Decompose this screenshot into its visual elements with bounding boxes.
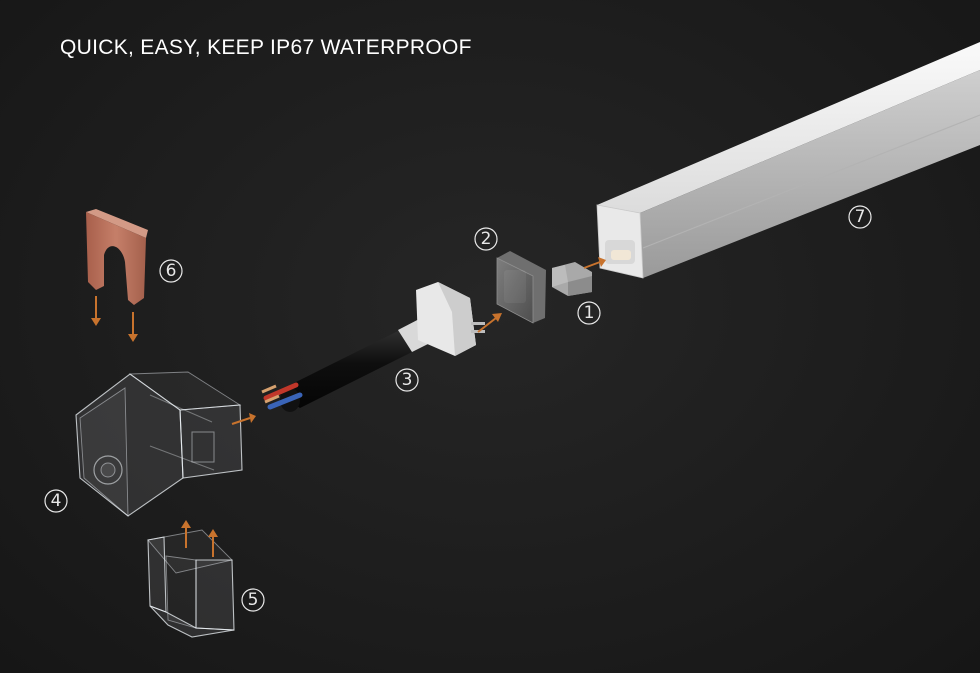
end-connector (552, 262, 592, 296)
label-ring (44, 489, 68, 513)
label-ring (577, 301, 601, 325)
end-cap (496, 251, 546, 324)
part-label-1: 1 (577, 301, 601, 325)
label-number: 4 (51, 491, 62, 511)
arrow-housing-to-cable (231, 413, 256, 425)
label-number: 1 (584, 303, 595, 323)
arrow-uclip-up-right (208, 529, 218, 557)
arrow-connector-to-profile (583, 257, 606, 269)
arrow-plug-to-cap (477, 313, 502, 333)
clear-u-clip (147, 529, 235, 638)
label-number: 7 (855, 207, 866, 227)
label-ring (159, 259, 183, 283)
label-number: 6 (166, 261, 177, 281)
label-number: 3 (402, 370, 413, 390)
part-label-3: 3 (395, 368, 419, 392)
label-number: 5 (248, 590, 259, 610)
label-number: 2 (481, 229, 492, 249)
power-cable (261, 282, 485, 412)
arrow-uclip-up-left (181, 520, 191, 548)
label-ring (474, 227, 498, 251)
part-label-4: 4 (44, 489, 68, 513)
arrow-clip-down-left (91, 296, 101, 326)
assembly-arrows (91, 257, 606, 557)
page-title: QUICK, EASY, KEEP IP67 WATERPROOF (60, 36, 472, 59)
label-ring (395, 368, 419, 392)
clear-housing (75, 371, 243, 518)
part-label-5: 5 (241, 588, 265, 612)
copper-clip (86, 209, 148, 305)
arrow-clip-down-right (128, 312, 138, 342)
part-label-2: 2 (474, 227, 498, 251)
label-ring (241, 588, 265, 612)
part-label-7: 7 (848, 205, 872, 229)
led-profile (596, 42, 980, 279)
label-ring (848, 205, 872, 229)
part-label-6: 6 (159, 259, 183, 283)
